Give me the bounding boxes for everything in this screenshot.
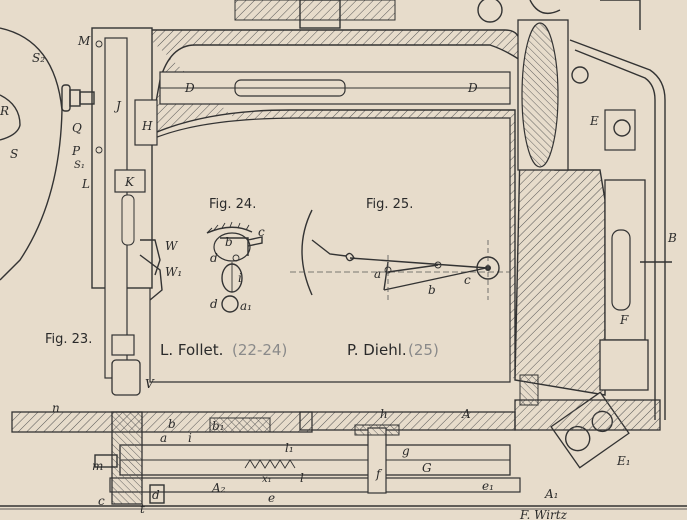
part-label: A₁ bbox=[544, 487, 558, 501]
part-label: x₁ bbox=[262, 474, 272, 485]
part-label: a bbox=[374, 267, 381, 281]
part-label: L bbox=[81, 177, 90, 191]
part-label: m bbox=[92, 459, 103, 473]
part-label: c bbox=[258, 225, 265, 239]
part-label: E bbox=[589, 114, 599, 128]
part-label: c bbox=[98, 494, 105, 508]
part-label: W bbox=[165, 239, 179, 253]
fig25-caption: Fig. 25. bbox=[366, 197, 413, 212]
part-label: B bbox=[667, 231, 677, 245]
part-label: S₂ bbox=[32, 51, 45, 65]
fig25-sketch bbox=[290, 209, 510, 300]
part-label: D bbox=[184, 81, 195, 95]
credit-diehl-name: P. Diehl. bbox=[347, 341, 407, 359]
part-label: K bbox=[124, 175, 135, 189]
part-label: e bbox=[268, 491, 275, 505]
fig25-labels: a b c bbox=[374, 267, 471, 297]
machine-base bbox=[0, 374, 687, 510]
part-label: i bbox=[188, 431, 192, 445]
part-label: i bbox=[238, 271, 242, 285]
part-label: V bbox=[145, 377, 155, 391]
needle-bar-head bbox=[61, 27, 163, 396]
part-label: c bbox=[464, 273, 471, 287]
credit-engraver: F. Wirtz bbox=[519, 508, 568, 520]
part-label: l bbox=[300, 471, 304, 485]
part-label: S₁ bbox=[74, 160, 85, 171]
part-label: d bbox=[210, 297, 218, 311]
credit-follet-name: L. Follet. bbox=[160, 341, 223, 359]
part-label: a bbox=[160, 431, 167, 445]
part-label: S bbox=[10, 147, 18, 161]
top-fragment-drawings bbox=[234, 0, 641, 30]
part-label: b bbox=[168, 417, 176, 431]
credit-follet-ref: (22-24) bbox=[232, 341, 287, 359]
fig24-caption: Fig. 24. bbox=[209, 197, 256, 212]
part-label: h bbox=[380, 407, 388, 421]
part-label: d bbox=[210, 251, 218, 265]
part-label: g bbox=[402, 444, 410, 458]
fig24-labels: b c d i d a₁ bbox=[210, 225, 265, 313]
part-label: d bbox=[152, 488, 160, 502]
part-label: P bbox=[71, 144, 81, 158]
fig24-sketch bbox=[206, 221, 263, 313]
part-label: A bbox=[461, 407, 471, 421]
part-label: n bbox=[52, 401, 60, 415]
part-label: e₁ bbox=[482, 479, 494, 493]
part-label: M bbox=[77, 34, 91, 48]
part-label: J bbox=[113, 99, 122, 113]
part-label: b bbox=[428, 283, 436, 297]
left-fragment-drawing bbox=[0, 27, 63, 281]
part-label: E₁ bbox=[616, 454, 631, 468]
part-label: l₁ bbox=[285, 441, 294, 455]
part-label: A₂ bbox=[211, 481, 226, 495]
fig23-caption: Fig. 23. bbox=[45, 332, 92, 347]
part-label: H bbox=[141, 119, 153, 133]
part-label: f bbox=[375, 467, 383, 481]
part-label: G bbox=[422, 461, 432, 475]
part-label: t bbox=[140, 502, 145, 516]
fig23-labels: M D D E B F E₁ H J K L P S₁ S S₂ R W W₁ … bbox=[0, 34, 677, 516]
part-label: b bbox=[225, 235, 233, 249]
part-label: Q bbox=[72, 121, 82, 135]
part-label: F bbox=[619, 313, 629, 327]
part-label: W₁ bbox=[165, 265, 182, 279]
part-label: a₁ bbox=[240, 299, 252, 313]
part-label: D bbox=[467, 81, 478, 95]
part-label: b₁ bbox=[212, 419, 225, 433]
credit-diehl-ref: (25) bbox=[408, 341, 439, 359]
part-label: R bbox=[0, 104, 9, 118]
